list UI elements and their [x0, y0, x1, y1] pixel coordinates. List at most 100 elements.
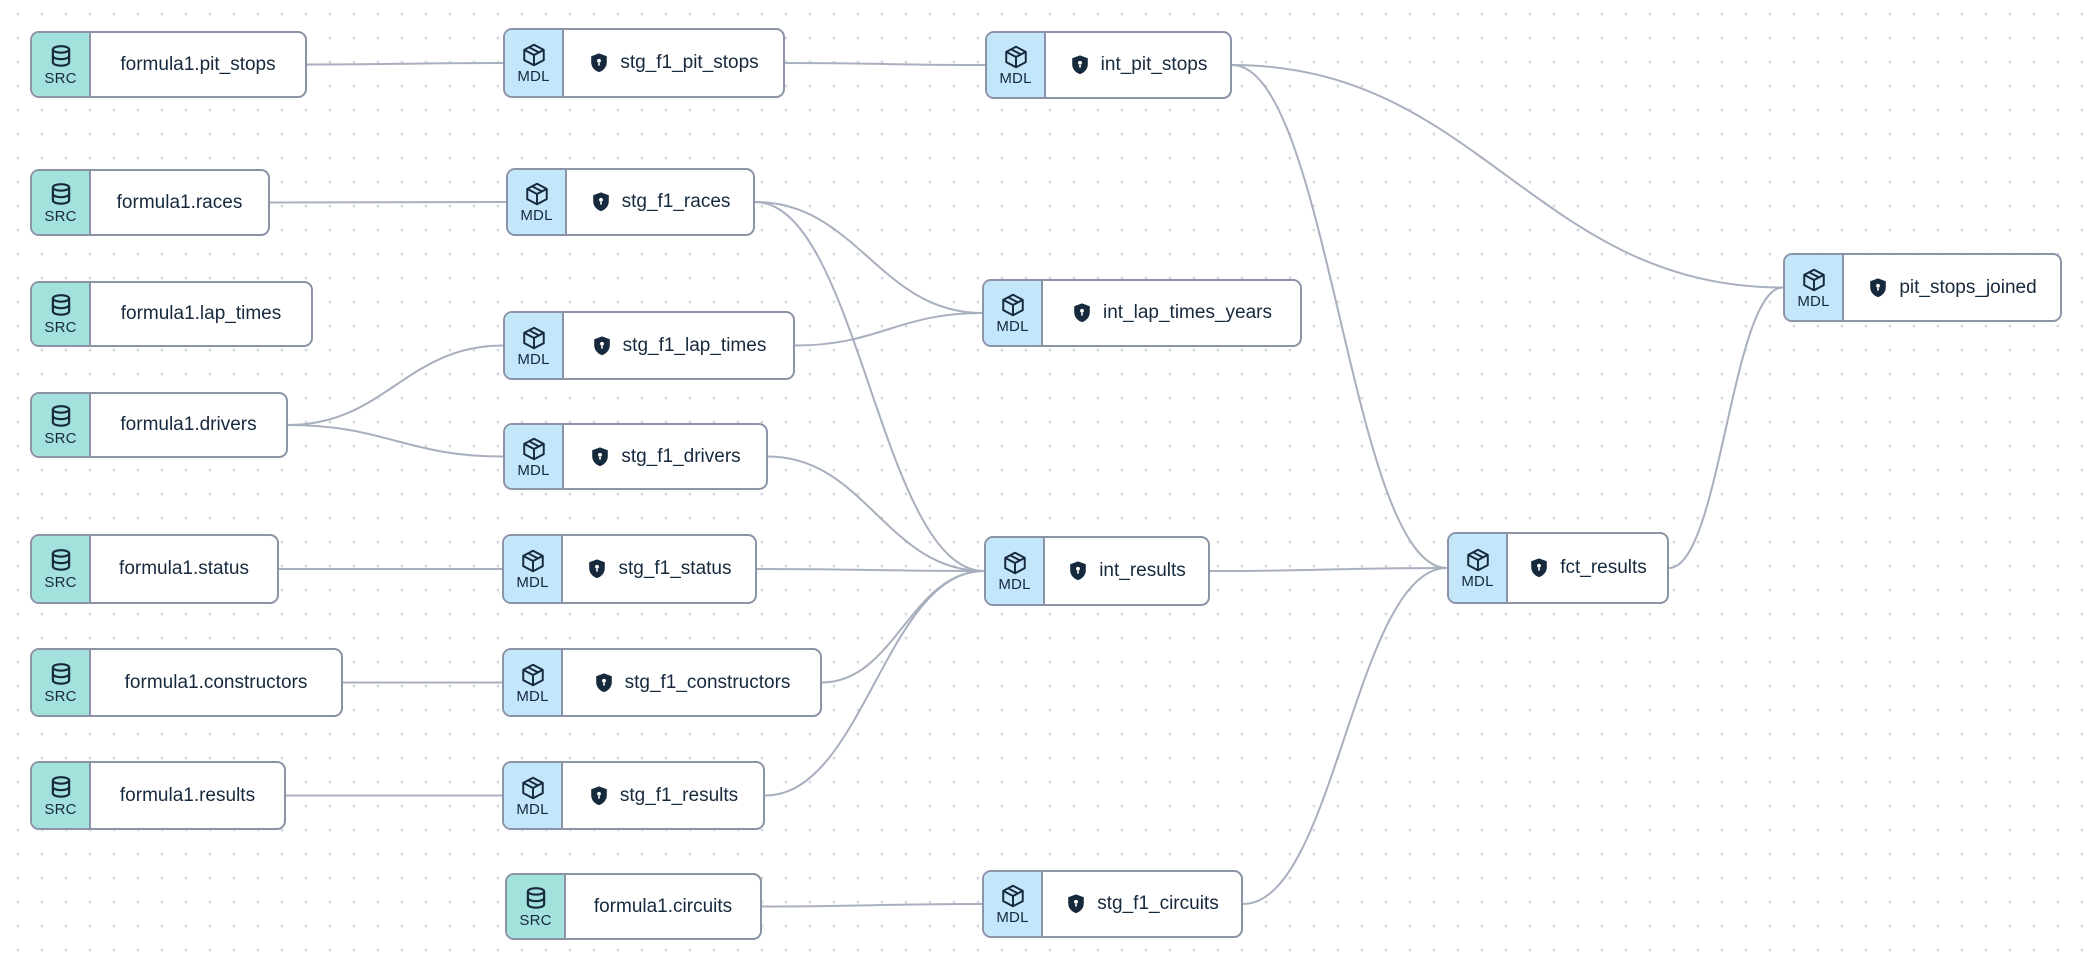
node-name: stg_f1_pit_stops	[620, 52, 759, 73]
shield-health-icon	[1531, 558, 1547, 578]
model-type-badge: MDL	[504, 536, 563, 602]
lineage-node-int_pit_stops[interactable]: MDL int_pit_stops	[985, 31, 1232, 99]
database-icon	[51, 182, 70, 205]
lineage-node-stg_f1_races[interactable]: MDL stg_f1_races	[506, 168, 755, 236]
node-type-label: MDL	[517, 68, 550, 85]
source-type-badge: SRC	[32, 171, 91, 234]
node-name: formula1.results	[119, 784, 256, 806]
lineage-edge-stg_f1_circuits-to-fct_results	[1242, 567, 1448, 905]
lineage-node-src_results[interactable]: SRC formula1.results	[30, 761, 286, 830]
lineage-node-src_drivers[interactable]: SRC formula1.drivers	[30, 392, 288, 458]
lineage-node-fct_results[interactable]: MDL fct_results	[1447, 532, 1669, 604]
model-type-badge: MDL	[1449, 534, 1508, 602]
model-type-badge: MDL	[505, 425, 564, 488]
model-type-badge: MDL	[505, 313, 564, 378]
database-icon	[51, 549, 70, 571]
node-type-label: SRC	[44, 69, 77, 87]
node-type-label: MDL	[996, 909, 1029, 926]
node-name: formula1.pit_stops	[120, 53, 276, 75]
node-body: formula1.status	[91, 536, 277, 602]
lineage-node-src_status[interactable]: SRC formula1.status	[30, 534, 279, 604]
node-name: stg_f1_races	[621, 191, 731, 212]
lineage-node-stg_f1_constructors[interactable]: MDL stg_f1_constructors	[502, 648, 822, 717]
node-body: pit_stops_joined	[1844, 255, 2060, 320]
source-type-badge: SRC	[32, 33, 91, 96]
node-type-label: SRC	[44, 430, 77, 447]
node-type-label: SRC	[44, 574, 77, 591]
node-type-label: SRC	[44, 207, 77, 225]
model-type-badge: MDL	[984, 872, 1043, 936]
node-name: fct_results	[1560, 557, 1647, 578]
database-icon	[51, 662, 70, 685]
lineage-edge-stg_f1_results-to-int_results	[764, 570, 985, 797]
node-body: int_lap_times_years	[1043, 281, 1300, 345]
node-body: formula1.circuits	[566, 875, 760, 938]
database-icon	[526, 886, 545, 909]
node-type-label: SRC	[44, 319, 77, 336]
shield-health-icon	[1070, 561, 1086, 581]
node-body: stg_f1_pit_stops	[564, 30, 783, 96]
source-type-badge: SRC	[32, 283, 91, 345]
node-name: stg_f1_constructors	[624, 671, 791, 693]
node-type-label: MDL	[1461, 573, 1494, 590]
database-icon	[51, 405, 70, 427]
node-body: stg_f1_races	[567, 170, 753, 234]
node-type-label: MDL	[517, 461, 550, 479]
lineage-node-src_lap_times[interactable]: SRC formula1.lap_times	[30, 281, 313, 347]
node-name: stg_f1_results	[619, 784, 739, 806]
lineage-node-stg_f1_drivers[interactable]: MDL stg_f1_drivers	[503, 423, 768, 490]
node-name: pit_stops_joined	[1899, 276, 2037, 298]
lineage-edge-int_pit_stops-to-pit_stops_joined	[1231, 64, 1784, 289]
model-type-badge: MDL	[504, 650, 563, 715]
node-body: int_pit_stops	[1046, 33, 1230, 97]
node-name: int_lap_times_years	[1103, 302, 1272, 323]
lineage-node-stg_f1_results[interactable]: MDL stg_f1_results	[502, 761, 765, 830]
model-type-badge: MDL	[504, 763, 563, 828]
shield-health-icon	[589, 559, 606, 579]
node-body: stg_f1_drivers	[564, 425, 766, 488]
model-cube-icon	[1004, 45, 1027, 69]
source-type-badge: SRC	[32, 650, 91, 715]
node-body: formula1.drivers	[91, 394, 286, 456]
model-cube-icon	[1466, 548, 1489, 572]
node-body: formula1.constructors	[91, 650, 341, 715]
node-body: stg_f1_constructors	[563, 650, 820, 715]
model-cube-icon	[522, 326, 545, 349]
lineage-edge-src_races-to-stg_f1_races	[269, 201, 507, 204]
lineage-edge-stg_f1_pit_stops-to-int_pit_stops	[784, 62, 986, 66]
database-icon	[51, 775, 70, 798]
node-body: fct_results	[1508, 534, 1667, 602]
shield-health-icon	[1870, 277, 1887, 297]
lineage-edge-src_circuits-to-stg_f1_circuits	[761, 903, 983, 908]
model-cube-icon	[1001, 293, 1024, 317]
node-type-label: MDL	[999, 70, 1032, 87]
model-type-badge: MDL	[987, 33, 1046, 97]
database-icon	[51, 44, 70, 67]
node-body: formula1.lap_times	[91, 283, 311, 345]
node-type-label: MDL	[520, 207, 553, 224]
model-cube-icon	[521, 663, 544, 686]
model-cube-icon	[522, 437, 545, 460]
lineage-node-src_pit_stops[interactable]: SRC formula1.pit_stops	[30, 31, 307, 98]
node-name: formula1.constructors	[124, 671, 308, 693]
node-type-label: MDL	[516, 687, 549, 705]
model-cube-icon	[1003, 551, 1026, 575]
node-type-label: MDL	[998, 576, 1031, 593]
source-type-badge: SRC	[32, 763, 91, 828]
node-name: int_pit_stops	[1100, 54, 1208, 75]
lineage-node-src_constructors[interactable]: SRC formula1.constructors	[30, 648, 343, 717]
model-type-badge: MDL	[508, 170, 567, 234]
lineage-node-stg_f1_status[interactable]: MDL stg_f1_status	[502, 534, 757, 604]
node-name: stg_f1_status	[618, 558, 732, 579]
node-name: stg_f1_drivers	[621, 445, 741, 467]
lineage-node-stg_f1_pit_stops[interactable]: MDL stg_f1_pit_stops	[503, 28, 785, 98]
